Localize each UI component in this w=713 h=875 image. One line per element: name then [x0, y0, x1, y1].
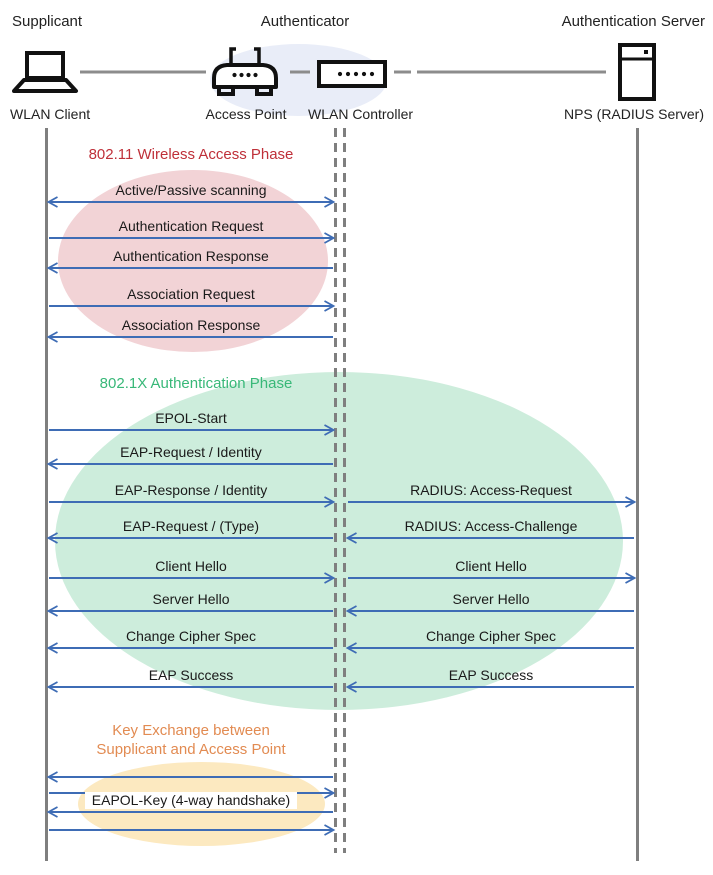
server-icon — [618, 43, 656, 101]
role-authenticator: Authenticator — [260, 13, 350, 30]
node-label-wlan-controller: WLAN Controller — [307, 106, 414, 122]
laptop-icon — [10, 50, 80, 98]
phase-title-key-exchange: Key Exchange between Supplicant and Acce… — [56, 721, 326, 759]
phase-title-key-exchange-line2: Supplicant and Access Point — [96, 741, 286, 758]
phase-title-key-exchange-line1: Key Exchange between — [112, 722, 270, 739]
access-point-icon — [207, 42, 283, 98]
dot1x-phase-ellipse — [55, 372, 623, 710]
phase-title-wireless-access: 802.11 Wireless Access Phase — [88, 146, 294, 163]
role-authentication-server: Authentication Server — [561, 13, 705, 30]
role-supplicant: Supplicant — [12, 13, 83, 30]
node-label-wlan-client: WLAN Client — [10, 106, 91, 122]
node-label-nps-radius-server: NPS (RADIUS Server) — [563, 106, 705, 122]
wlan-controller-icon — [317, 60, 387, 88]
phase-title-dot1x-authentication: 802.1X Authentication Phase — [99, 375, 293, 392]
node-label-access-point: Access Point — [205, 106, 287, 122]
